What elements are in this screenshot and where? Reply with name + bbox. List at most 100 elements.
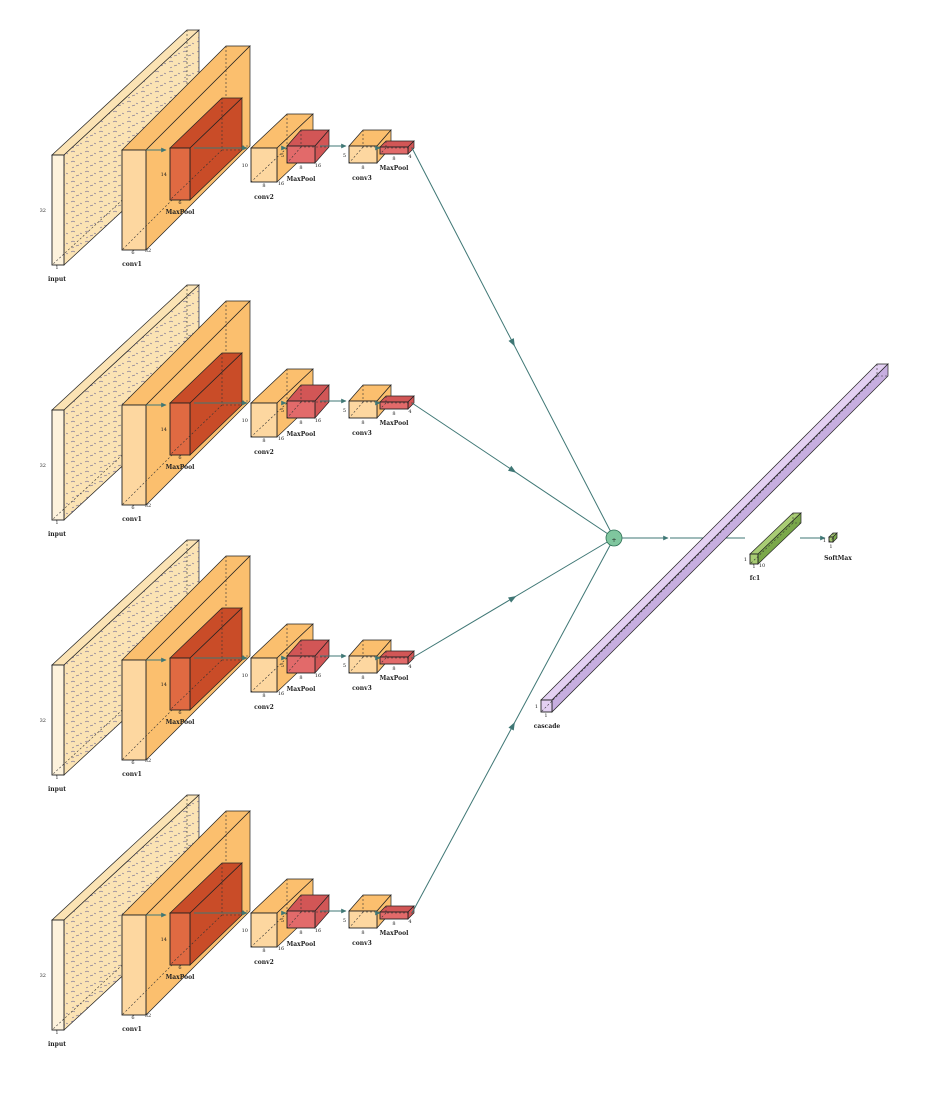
merge-node: +	[605, 529, 623, 547]
conv1-depth-label: 32	[145, 503, 151, 509]
pool3-name-label: MaxPool	[380, 675, 409, 682]
conv2-height-label: 10	[242, 928, 248, 934]
conv2-depth-label: 16	[278, 946, 284, 952]
conv1-depth-label: 32	[145, 1013, 151, 1019]
pool2-layer	[286, 639, 330, 674]
pool2-layer-front	[286, 400, 316, 419]
pool2-name-label: MaxPool	[287, 176, 316, 183]
conv3-height-label: 5	[343, 408, 346, 414]
input-height-label: 32	[40, 208, 46, 214]
conv3-layer-front	[348, 400, 378, 419]
conv2-name-label: conv2	[254, 704, 274, 711]
input-layer-front	[51, 154, 65, 266]
pool1-name-label: MaxPool	[166, 974, 195, 981]
fc1-layer-side	[757, 512, 802, 565]
pool3-layer	[379, 395, 415, 410]
pool3-layer-hidden-edges	[379, 906, 414, 920]
input-name-label: input	[48, 1041, 66, 1048]
pool2-width-label: 8	[299, 420, 302, 426]
conv3-name-label: conv3	[352, 430, 372, 437]
input-name-label: input	[48, 786, 66, 793]
conv3-height-label: 5	[343, 153, 346, 159]
conv2-layer-front	[250, 147, 278, 183]
pool3-width-label: 8	[392, 666, 395, 672]
conv1-name-label: conv1	[122, 771, 142, 778]
pool1-name-label: MaxPool	[166, 209, 195, 216]
pool3-width-label: 8	[392, 921, 395, 927]
pool1-width-label: 6	[178, 455, 181, 461]
conv1-layer-front	[121, 149, 147, 251]
pool3-layer	[379, 140, 415, 155]
pool3-depth-label: 4	[408, 664, 411, 670]
cascade-name-label: cascade	[534, 723, 561, 730]
pool1-layer-hidden-edges	[169, 353, 242, 456]
pool1-layer-hidden-edges	[169, 863, 242, 966]
pool3-layer	[379, 905, 415, 920]
conv1-depth-label: 32	[145, 758, 151, 764]
conv1-name-label: conv1	[122, 261, 142, 268]
pool1-layer	[169, 607, 243, 711]
connector-arrowhead	[508, 338, 515, 347]
conv2-layer-front	[250, 657, 278, 693]
pool2-width-label: 8	[299, 165, 302, 171]
pool3-layer-hidden-edges	[379, 651, 414, 665]
pool1-layer	[169, 97, 243, 201]
pool2-layer-front	[286, 655, 316, 674]
input-height-label: 32	[40, 718, 46, 724]
connector-arrowhead	[508, 465, 517, 473]
pool1-layer-hidden-edges	[169, 98, 242, 201]
conv3-width-label: 8	[361, 420, 364, 426]
pool1-name-label: MaxPool	[166, 719, 195, 726]
softmax-height-label: 1	[823, 538, 826, 544]
softmax-width-label: 1	[829, 544, 832, 550]
merge-symbol: +	[611, 537, 616, 544]
conv3-width-label: 8	[361, 165, 364, 171]
pool2-height-label: 5	[281, 918, 284, 924]
conv2-width-label: 8	[262, 183, 265, 189]
pool3-depth-label: 4	[408, 409, 411, 415]
conv2-width-label: 8	[262, 948, 265, 954]
fc1-layer-front	[749, 553, 759, 565]
pool2-width-label: 8	[299, 675, 302, 681]
pool2-depth-label: 16	[315, 673, 321, 679]
pool1-width-label: 6	[178, 965, 181, 971]
conv2-depth-label: 16	[278, 436, 284, 442]
pool1-name-label: MaxPool	[166, 464, 195, 471]
conv2-name-label: conv2	[254, 449, 274, 456]
conv3-layer-hidden-edges	[348, 640, 391, 674]
pool2-layer-hidden-edges	[286, 895, 329, 929]
pool2-name-label: MaxPool	[287, 431, 316, 438]
pool2-layer-hidden-edges	[286, 385, 329, 419]
conv2-height-label: 10	[242, 163, 248, 169]
pool3-name-label: MaxPool	[380, 930, 409, 937]
input-layer-front	[51, 664, 65, 776]
pool3-depth-label: 4	[408, 154, 411, 160]
pool2-height-label: 5	[281, 153, 284, 159]
softmax-name-label: SoftMax	[824, 555, 852, 562]
pool1-height-label: 14	[161, 172, 167, 178]
fc1-layer-hidden-edges	[749, 513, 801, 565]
conv2-layer-front	[250, 912, 278, 948]
pool2-layer-front	[286, 145, 316, 164]
conv3-name-label: conv3	[352, 685, 372, 692]
pool1-width-label: 6	[178, 710, 181, 716]
conv1-depth-label: 32	[145, 248, 151, 254]
conv3-layer	[348, 384, 392, 419]
conv1-name-label: conv1	[122, 516, 142, 523]
conv1-layer-front	[121, 659, 147, 761]
pool2-height-label: 5	[281, 408, 284, 414]
conv2-layer-front	[250, 402, 278, 438]
pool1-layer-front	[169, 657, 191, 711]
conv2-depth-label: 16	[278, 691, 284, 697]
conv2-height-label: 10	[242, 418, 248, 424]
conv3-name-label: conv3	[352, 940, 372, 947]
input-depth-label: 1	[55, 1030, 58, 1036]
fc1-width-label: 1	[752, 564, 755, 570]
input-depth-label: 1	[55, 265, 58, 271]
pool1-height-label: 14	[161, 682, 167, 688]
pool2-layer-hidden-edges	[286, 640, 329, 674]
